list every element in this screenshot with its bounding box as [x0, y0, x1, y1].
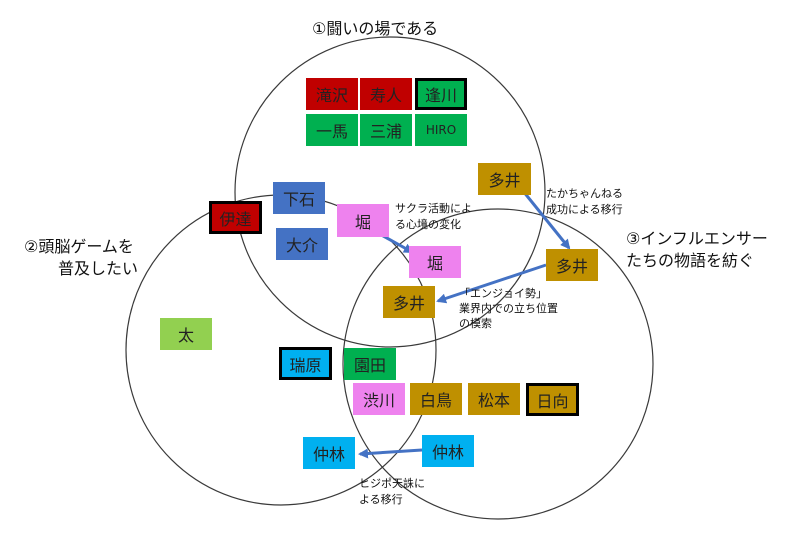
- set-label-influencer-line1: ③インフルエンサー: [626, 229, 768, 248]
- member-box-shiratori: 白鳥: [410, 383, 462, 415]
- note-nakabayashi-line1: ヒジポ天誅に: [359, 477, 425, 490]
- member-box-hori-after: 堀: [409, 246, 461, 278]
- member-box-hiro: HIRO: [415, 114, 467, 146]
- arrow-nakabayashi: [358, 448, 423, 459]
- member-box-date: 伊達: [209, 201, 262, 234]
- set-label-influencer-line2: たちの物語を紡ぐ: [626, 251, 755, 270]
- circle-influencer: [342, 208, 654, 520]
- member-box-shibukawa: 渋川: [353, 383, 405, 415]
- note-enjoy-line3: の模索: [459, 317, 492, 330]
- member-box-sonoda: 園田: [344, 348, 396, 380]
- note-nakabayashi-line2: よる移行: [359, 493, 403, 506]
- arrow-tai-right: [436, 263, 547, 304]
- member-box-tai-mid: 多井: [383, 286, 435, 318]
- circle-battle-field: [234, 36, 546, 348]
- member-box-takizawa: 滝沢: [306, 78, 358, 110]
- note-tai-line2: 成功による移行: [546, 203, 623, 216]
- set-label-brain-game-line2: 普及したい: [58, 259, 139, 278]
- member-box-aikawa: 逢川: [415, 78, 467, 110]
- member-box-futoshi: 太: [160, 318, 212, 350]
- note-enjoy-line1: 「エンジョイ勢」: [459, 287, 547, 300]
- member-box-kazuma: 一馬: [306, 114, 358, 146]
- member-box-daisuke: 大介: [276, 228, 328, 260]
- set-label-brain-game-line1: ②頭脳ゲームを: [24, 237, 134, 256]
- member-box-nakabayashi-before: 仲林: [422, 435, 474, 467]
- note-hori-line2: る心境の変化: [395, 218, 461, 231]
- set-label-battle-field: ①闘いの場である: [312, 19, 439, 38]
- note-hori-line1: サクラ活動によ: [395, 202, 472, 215]
- member-box-nakabayashi-after: 仲林: [303, 437, 355, 469]
- member-box-matsumoto: 松本: [468, 383, 520, 415]
- note-tai-line1: たかちゃんねる: [546, 187, 623, 200]
- member-box-hinata: 日向: [526, 383, 579, 416]
- arrow-tai-top: [517, 185, 571, 250]
- note-enjoy-line2: 業界内での立ち位置: [459, 302, 558, 315]
- member-box-tai-right: 多井: [546, 249, 598, 281]
- member-box-miura: 三浦: [360, 114, 412, 146]
- member-box-tai-top: 多井: [478, 163, 531, 195]
- member-box-shimoishi: 下石: [273, 182, 325, 214]
- member-box-mizuhara: 瑞原: [279, 347, 332, 380]
- member-box-hori-before: 堀: [337, 204, 389, 237]
- member-box-hisato: 寿人: [360, 78, 412, 110]
